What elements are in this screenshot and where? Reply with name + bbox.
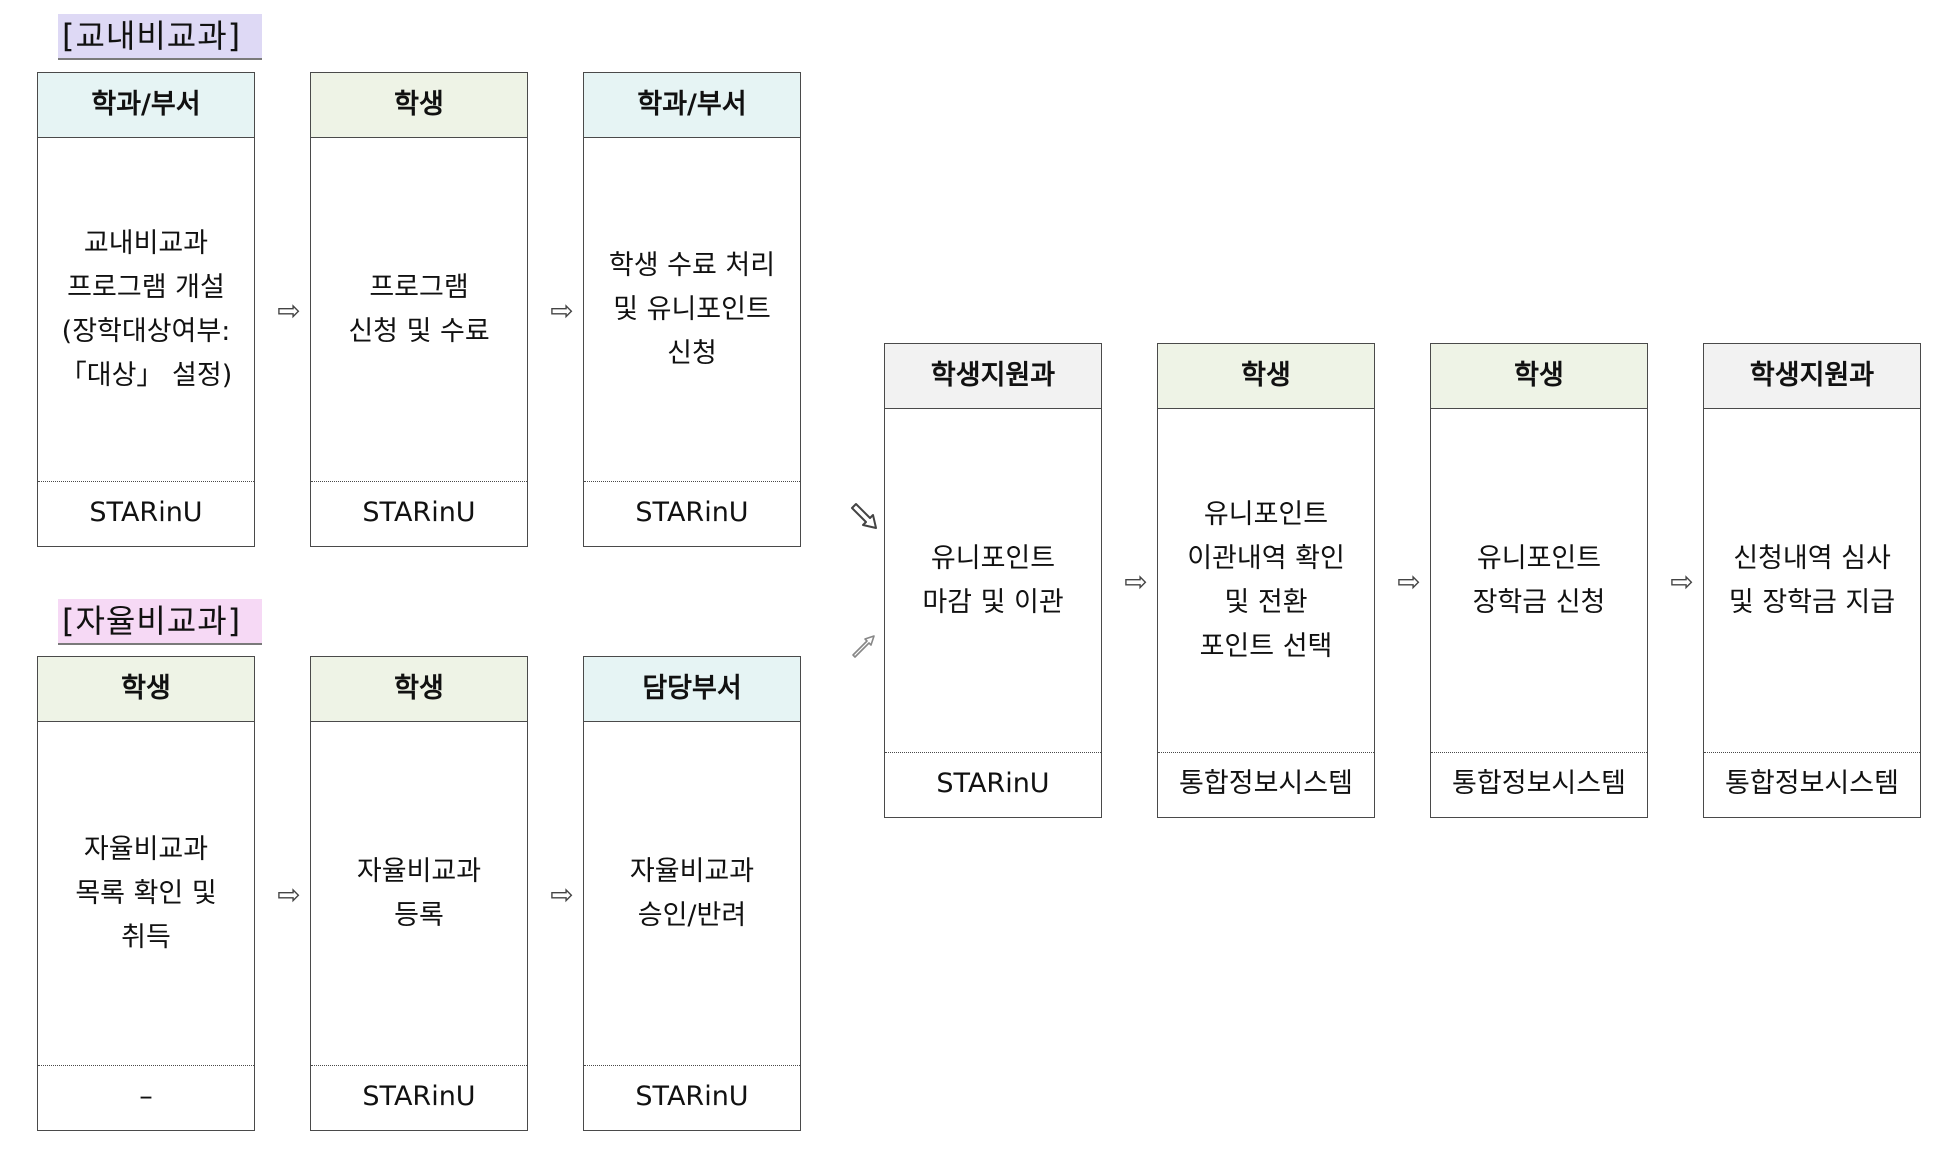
step-system: STARinU [936, 768, 1050, 799]
step-header: 학과/부서 [38, 73, 254, 138]
section-title-internal: [교내비교과] [58, 14, 262, 60]
right-arrow-icon: ⇨ [277, 294, 301, 327]
right-arrow-icon: ⇨ [550, 878, 574, 911]
right-arrow-icon: ⇨ [1670, 565, 1694, 598]
main-step-1-box: 학생지원과 유니포인트 마감 및 이관 STARinU [884, 343, 1102, 818]
step-header: 학생 [1431, 344, 1647, 409]
main-step-3-box: 학생 유니포인트 장학금 신청 통합정보시스템 [1430, 343, 1648, 818]
step-header: 학생 [1158, 344, 1374, 409]
internal-step-3-box: 학과/부서 학생 수료 처리 및 유니포인트 신청 STARinU [583, 72, 801, 547]
up-right-arrow-icon [852, 635, 875, 658]
main-step-2-box: 학생 유니포인트 이관내역 확인 및 전환 포인트 선택 통합정보시스템 [1157, 343, 1375, 818]
right-arrow-icon: ⇨ [1397, 565, 1421, 598]
self-step-1-box: 학생 자율비교과 목록 확인 및 취득 – [37, 656, 255, 1131]
step-body: 교내비교과 프로그램 개설 (장학대상여부: 「대상」 설정) [38, 138, 254, 482]
step-header: 담당부서 [584, 657, 800, 722]
self-step-2-box: 학생 자율비교과 등록 STARinU [310, 656, 528, 1131]
step-header: 학생지원과 [1704, 344, 1920, 409]
step-system: STARinU [362, 497, 476, 528]
self-step-3-box: 담당부서 자율비교과 승인/반려 STARinU [583, 656, 801, 1131]
step-body: 신청내역 심사 및 장학금 지급 [1704, 409, 1920, 753]
step-body: 유니포인트 장학금 신청 [1431, 409, 1647, 753]
step-body: 학생 수료 처리 및 유니포인트 신청 [584, 138, 800, 482]
step-system: STARinU [362, 1081, 476, 1112]
step-system: STARinU [89, 497, 203, 528]
step-header: 학생지원과 [885, 344, 1101, 409]
step-system: 통합정보시스템 [1725, 768, 1899, 799]
down-right-arrow-icon [851, 503, 877, 529]
step-system: STARinU [635, 1081, 749, 1112]
right-arrow-icon: ⇨ [1124, 565, 1148, 598]
right-arrow-icon: ⇨ [277, 878, 301, 911]
step-body: 유니포인트 이관내역 확인 및 전환 포인트 선택 [1158, 409, 1374, 753]
section-title-self: [자율비교과] [58, 599, 262, 645]
step-header: 학생 [38, 657, 254, 722]
step-system: – [139, 1081, 153, 1112]
step-system: STARinU [635, 497, 749, 528]
step-body: 자율비교과 목록 확인 및 취득 [38, 722, 254, 1066]
step-body: 자율비교과 등록 [311, 722, 527, 1066]
internal-step-2-box: 학생 프로그램 신청 및 수료 STARinU [310, 72, 528, 547]
internal-step-1-box: 학과/부서 교내비교과 프로그램 개설 (장학대상여부: 「대상」 설정) ST… [37, 72, 255, 547]
step-header: 학생 [311, 657, 527, 722]
right-arrow-icon: ⇨ [550, 294, 574, 327]
step-header: 학과/부서 [584, 73, 800, 138]
step-system: 통합정보시스템 [1452, 768, 1626, 799]
step-body: 유니포인트 마감 및 이관 [885, 409, 1101, 753]
step-body: 프로그램 신청 및 수료 [311, 138, 527, 482]
main-step-4-box: 학생지원과 신청내역 심사 및 장학금 지급 통합정보시스템 [1703, 343, 1921, 818]
step-system: 통합정보시스템 [1179, 768, 1353, 799]
step-header: 학생 [311, 73, 527, 138]
step-body: 자율비교과 승인/반려 [584, 722, 800, 1066]
